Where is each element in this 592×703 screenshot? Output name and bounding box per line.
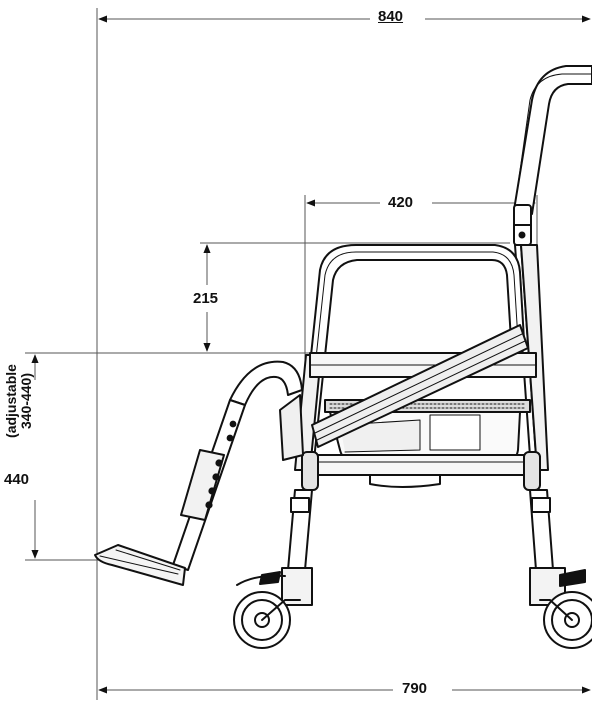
dimension-lines xyxy=(25,8,591,700)
chair xyxy=(94,65,592,649)
seat-height-adjustable-note: (adjustable 340-440) xyxy=(3,346,34,456)
clamp-left xyxy=(301,451,319,491)
total-height-label: 840 xyxy=(374,9,408,24)
seat-width-label: 420 xyxy=(383,195,419,210)
seat-height-label: 440 xyxy=(4,471,30,488)
lower-crossbar xyxy=(309,454,536,476)
push-handle xyxy=(513,65,592,246)
armrest-height-label: 215 xyxy=(193,290,219,307)
total-length-label: 790 xyxy=(397,681,433,696)
legrest-bracket xyxy=(279,394,304,461)
rear-caster xyxy=(529,567,592,649)
adjustable-note-line2: 340-440) xyxy=(17,372,34,430)
adjustable-note-line1: (adjustable xyxy=(3,364,19,438)
clamp-right xyxy=(523,451,541,491)
leg-rest xyxy=(94,360,303,586)
front-caster xyxy=(233,567,313,649)
